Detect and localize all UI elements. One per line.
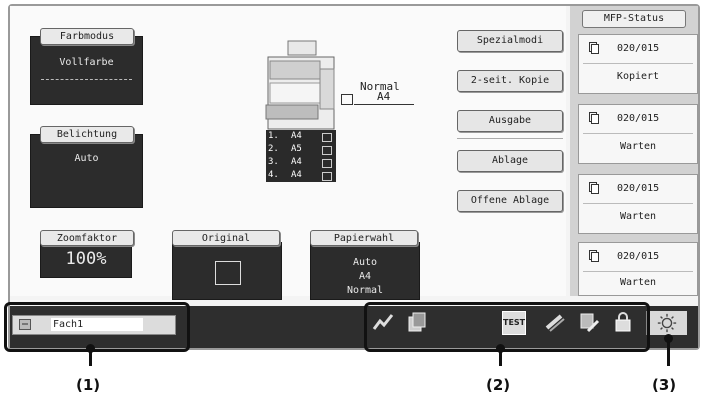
special-modes-button[interactable]: Spezialmodi <box>457 30 563 52</box>
paper-select-tab[interactable]: Papierwahl <box>310 230 418 246</box>
staple-icon[interactable] <box>544 311 566 333</box>
job-status-item[interactable]: 020/015 Warten <box>578 174 698 234</box>
paper-size-value: A4 <box>358 271 372 282</box>
color-mode-tab[interactable]: Farbmodus <box>40 28 134 45</box>
zoom-value: 100% <box>65 249 107 269</box>
document-icon <box>589 250 599 262</box>
exposure-tab[interactable]: Belichtung <box>40 126 134 143</box>
document-icon <box>589 112 599 124</box>
tray-row[interactable]: 4. A4 <box>266 169 336 182</box>
tray-number: 1. <box>268 131 279 141</box>
test-icon-label: TEST <box>503 318 526 327</box>
callout-stem-3 <box>667 338 670 366</box>
tray-size: A4 <box>291 170 302 180</box>
tray-icon <box>322 172 332 181</box>
tray-selector-field[interactable]: Fach1 <box>12 315 176 335</box>
divider <box>583 271 693 272</box>
tray-row[interactable]: 3. A4 <box>266 156 336 169</box>
output-button[interactable]: Ausgabe <box>457 110 563 132</box>
original-tab[interactable]: Original <box>172 230 280 246</box>
document-icon <box>589 182 599 194</box>
job-count: 020/015 <box>617 43 660 54</box>
divider <box>457 138 563 139</box>
tray-icon <box>322 146 332 155</box>
tray-size: A4 <box>291 157 302 167</box>
settings-button[interactable] <box>646 311 687 335</box>
job-build-icon[interactable] <box>578 311 600 333</box>
paper-auto-value: Auto <box>352 257 378 268</box>
tray-icon <box>19 319 31 330</box>
job-count: 020/015 <box>617 251 660 262</box>
exposure-card[interactable]: Auto <box>30 134 143 208</box>
job-count: 020/015 <box>617 183 660 194</box>
callout-label-2: (2) <box>486 376 511 394</box>
callout-label-3: (3) <box>652 376 677 394</box>
output-underline <box>354 104 414 105</box>
color-mode-card[interactable]: Vollfarbe <box>30 36 143 105</box>
job-status-item[interactable]: 020/015 Warten <box>578 104 698 164</box>
paper-type-value: Normal <box>346 285 384 296</box>
original-page-icon <box>215 261 241 285</box>
tray-row[interactable]: 1. A4 <box>266 130 336 143</box>
color-mode-value: Vollfarbe <box>59 57 114 68</box>
paper-select-card[interactable]: Auto A4 Normal <box>310 242 420 300</box>
test-icon[interactable]: TEST <box>502 311 526 335</box>
job-state: Kopiert <box>616 71 660 82</box>
callout-label-1: (1) <box>76 376 101 394</box>
zoom-card[interactable]: 100% <box>40 242 132 278</box>
callout-dot-1 <box>86 344 95 353</box>
job-state: Warten <box>619 277 657 288</box>
touch-panel-screen: Vollfarbe Farbmodus Auto Belichtung 100%… <box>8 4 700 350</box>
divider <box>41 79 132 80</box>
sun-gear-icon <box>657 313 677 333</box>
job-state: Warten <box>619 211 657 222</box>
document-stack-icon[interactable] <box>406 311 428 333</box>
job-status-item[interactable]: 020/015 Warten <box>578 242 698 296</box>
quick-file-button[interactable]: Offene Ablage <box>457 190 563 212</box>
divider <box>583 203 693 204</box>
tray-number: 2. <box>268 144 279 154</box>
printer-illustration <box>265 40 335 130</box>
copy-main-area: Vollfarbe Farbmodus Auto Belichtung 100%… <box>10 6 566 300</box>
tray-row[interactable]: 2. A5 <box>266 143 336 156</box>
callout-stem-1 <box>89 348 92 366</box>
file-button[interactable]: Ablage <box>457 150 563 172</box>
zoom-tab[interactable]: Zoomfaktor <box>40 230 134 246</box>
output-tray-icon <box>341 94 353 105</box>
job-status-item[interactable]: 020/015 Kopiert <box>578 34 698 94</box>
output-paper-type: Normal <box>360 80 400 93</box>
mfp-status-panel: MFP-Status 020/015 Kopiert 020/015 Warte… <box>570 6 698 296</box>
output-paper-size: A4 <box>377 90 391 103</box>
original-card[interactable] <box>172 242 282 300</box>
document-icon <box>589 42 599 54</box>
callout-stem-2 <box>499 348 502 366</box>
callout-dot-2 <box>496 344 505 353</box>
lock-icon[interactable] <box>612 311 634 333</box>
job-state: Warten <box>619 141 657 152</box>
color-adjust-icon[interactable] <box>372 311 394 333</box>
callout-box-2 <box>364 302 650 352</box>
callout-box-1 <box>4 302 190 352</box>
duplex-copy-button[interactable]: 2-seit. Kopie <box>457 70 563 92</box>
tray-number: 3. <box>268 157 279 167</box>
divider <box>583 63 693 64</box>
tray-size: A5 <box>291 144 302 154</box>
tray-size: A4 <box>291 131 302 141</box>
callout-dot-3 <box>664 334 673 343</box>
job-count: 020/015 <box>617 113 660 124</box>
divider <box>583 133 693 134</box>
tray-icon <box>322 159 332 168</box>
exposure-value: Auto <box>74 153 99 164</box>
tray-number: 4. <box>268 170 279 180</box>
tray-icon <box>322 133 332 142</box>
mfp-status-title[interactable]: MFP-Status <box>582 10 686 28</box>
tray-selector-label: Fach1 <box>51 318 143 331</box>
